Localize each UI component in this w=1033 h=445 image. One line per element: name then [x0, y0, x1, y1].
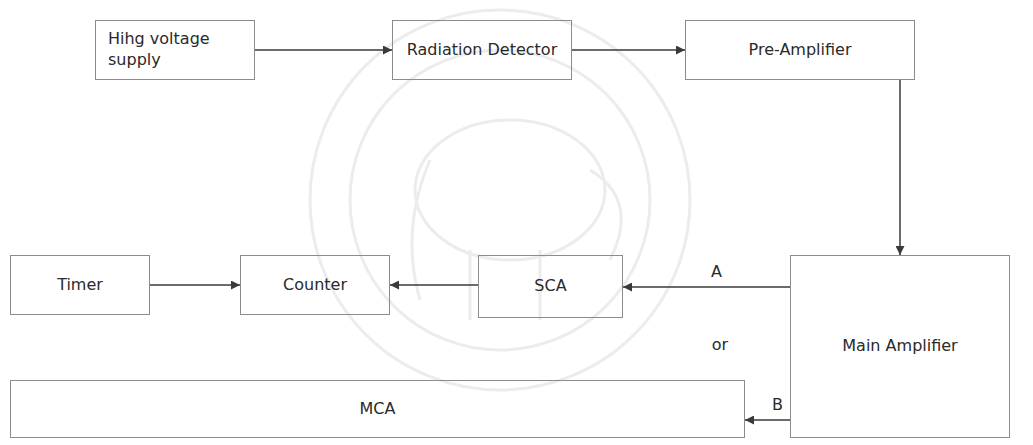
- timer-box: Timer: [10, 255, 150, 315]
- signal-arrow: [899, 80, 901, 255]
- box-label: Counter: [283, 275, 347, 296]
- choice-label: or: [709, 335, 731, 354]
- signal-arrow: [745, 419, 790, 421]
- signal-arrow: [150, 284, 240, 286]
- box-label: Main Amplifier: [842, 336, 957, 357]
- path-label: A: [708, 262, 725, 281]
- detector-box: Radiation Detector: [392, 20, 572, 80]
- supply-box: Hihg voltage supply: [95, 20, 255, 80]
- box-label: SCA: [534, 276, 566, 297]
- box-label: Pre-Amplifier: [749, 40, 852, 61]
- sca-box: SCA: [478, 255, 623, 318]
- box-label: Radiation Detector: [407, 40, 557, 61]
- counter-box: Counter: [240, 255, 390, 315]
- box-label: MCA: [360, 399, 396, 420]
- signal-arrow: [623, 286, 790, 288]
- signal-arrow: [572, 49, 685, 51]
- preamp-box: Pre-Amplifier: [685, 20, 915, 80]
- watermark-emblem: [310, 10, 690, 390]
- amplifier-box: Main Amplifier: [790, 255, 1010, 438]
- mca-box: MCA: [10, 380, 745, 438]
- box-label: Timer: [57, 275, 103, 296]
- signal-arrow: [255, 49, 392, 51]
- path-label: B: [769, 395, 786, 414]
- box-label: Hihg voltage supply: [108, 29, 236, 71]
- signal-arrow: [390, 284, 478, 286]
